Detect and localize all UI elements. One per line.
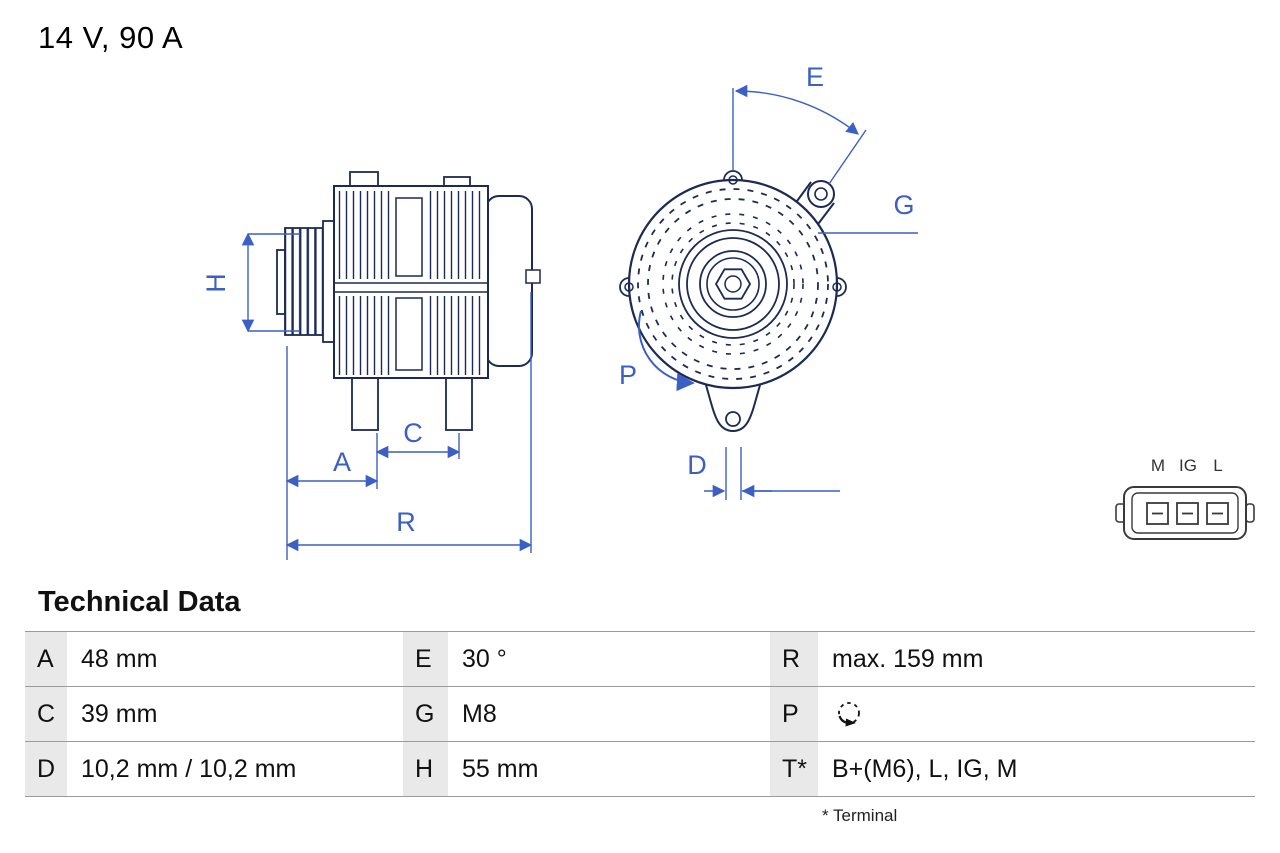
rotation-ccw-icon	[838, 702, 860, 727]
dimension-labels: H A C R E G P D	[201, 62, 915, 537]
technical-data-heading: Technical Data	[38, 586, 241, 618]
connector-pin-labels: M IG L	[1151, 456, 1223, 475]
table-row: D 10,2 mm / 10,2 mm H 55 mm T* B+(M6), L…	[25, 741, 1255, 796]
dimension-annotations	[241, 84, 918, 560]
param-value-cell: B+(M6), L, IG, M	[832, 754, 1018, 783]
dimension-E-arc	[734, 84, 859, 135]
param-value-cell: M8	[462, 699, 497, 728]
alternator-technical-drawing: H A C R E G P D M IG L	[201, 62, 1255, 560]
table-row: A 48 mm E 30 ° R max. 159 mm	[25, 631, 1255, 686]
pulley-nut	[714, 268, 752, 300]
rotation-direction-arrow	[638, 310, 695, 392]
param-value-cell: max. 159 mm	[832, 644, 984, 673]
mounting-leg	[351, 377, 379, 431]
param-value-cell: 48 mm	[81, 644, 158, 673]
pulley-grooves	[284, 227, 324, 336]
param-key-cell: H	[403, 742, 448, 796]
param-value-cell: 55 mm	[462, 754, 539, 783]
connector-diagram	[1115, 486, 1255, 540]
param-key-cell: A	[25, 632, 67, 686]
connector-pin-label-ig: IG	[1179, 456, 1197, 475]
terminal-footnote: * Terminal	[822, 806, 898, 825]
technical-data-section: Technical Data A 48 mm E 30 ° R max. 159…	[25, 586, 1255, 826]
rear-cover	[485, 195, 533, 367]
dimension-label-d: D	[687, 450, 707, 480]
mounting-leg	[445, 377, 473, 431]
top-right-mounting-lug	[807, 180, 835, 208]
param-value-cell: 10,2 mm / 10,2 mm	[81, 754, 297, 783]
connector-right-tab	[1245, 503, 1255, 523]
connector-pin-label-l: L	[1213, 456, 1222, 475]
dimension-label-e: E	[806, 62, 824, 92]
connector-pin-ig	[1176, 502, 1199, 525]
param-value-cell: 30 °	[462, 644, 507, 673]
param-key-cell: P	[770, 687, 818, 741]
dimension-label-r: R	[396, 507, 416, 537]
param-value-cell: 39 mm	[81, 699, 158, 728]
dimension-label-c: C	[403, 418, 423, 448]
dimension-label-p: P	[619, 360, 637, 390]
dimension-label-g: G	[893, 190, 914, 220]
bottom-mounting-lug	[703, 377, 763, 433]
param-key-cell: G	[403, 687, 448, 741]
top-mount-tab	[349, 171, 379, 187]
param-key-cell: R	[770, 632, 818, 686]
page-title: 14 V, 90 A	[38, 20, 184, 55]
param-key-cell: D	[25, 742, 67, 796]
connector-pin-m	[1146, 502, 1169, 525]
param-key-cell: E	[403, 632, 448, 686]
side-view-drawing	[276, 171, 541, 431]
connector-pin-l	[1206, 502, 1229, 525]
technical-data-table: A 48 mm E 30 ° R max. 159 mm C 39 mm G M…	[25, 631, 1255, 797]
connector-pin-label-m: M	[1151, 456, 1165, 475]
dimension-label-a: A	[333, 447, 351, 477]
table-row: C 39 mm G M8 P	[25, 686, 1255, 741]
top-mount-tab	[443, 176, 471, 187]
front-view-drawing	[619, 170, 847, 433]
terminal-stud	[525, 269, 541, 284]
dimension-label-h: H	[201, 273, 231, 293]
param-key-cell: C	[25, 687, 67, 741]
pulley-shaft-cap	[276, 249, 286, 315]
param-key-cell: T*	[770, 742, 818, 796]
param-value-cell	[818, 687, 1255, 741]
pulley-flange	[322, 220, 335, 343]
